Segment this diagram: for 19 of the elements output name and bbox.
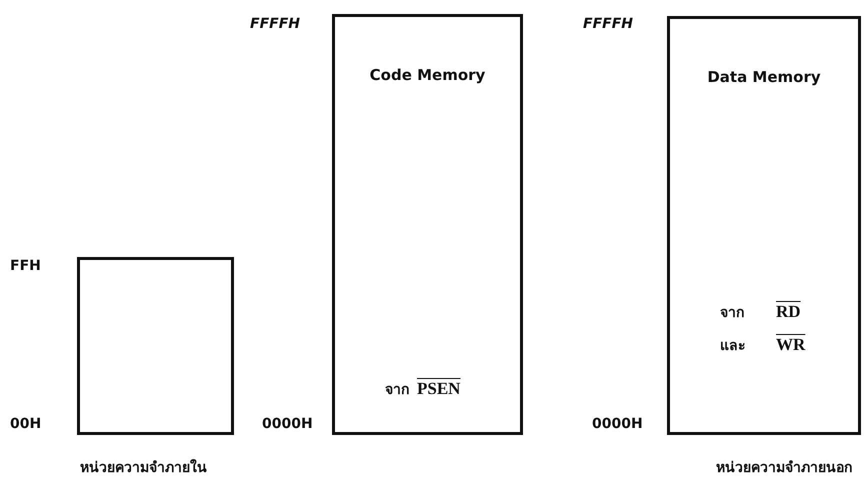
signal-label: RD: [776, 303, 801, 322]
signal-label: จาก: [385, 383, 409, 398]
address-label: 00H: [10, 416, 42, 432]
signal-label: และ: [720, 339, 746, 354]
address-label: 0000H: [262, 416, 313, 432]
memory-title: Data Memory: [706, 69, 822, 86]
node-label: หน่วยความจำภายนอก: [716, 459, 852, 478]
memory-box: [332, 14, 523, 435]
memory-box: [667, 16, 861, 435]
address-label: FFH: [10, 258, 41, 274]
signal-label: WR: [776, 336, 806, 355]
node-label: หน่วยความจำภายใน: [80, 458, 207, 478]
address-label: FFFFH: [250, 16, 300, 32]
address-label: FFFFH: [583, 16, 633, 32]
address-label: 0000H: [592, 416, 643, 432]
signal-label: จาก: [720, 306, 744, 322]
memory-box: [77, 257, 234, 435]
memory-title: Code Memory: [368, 67, 486, 84]
signal-label: PSEN: [417, 380, 460, 399]
